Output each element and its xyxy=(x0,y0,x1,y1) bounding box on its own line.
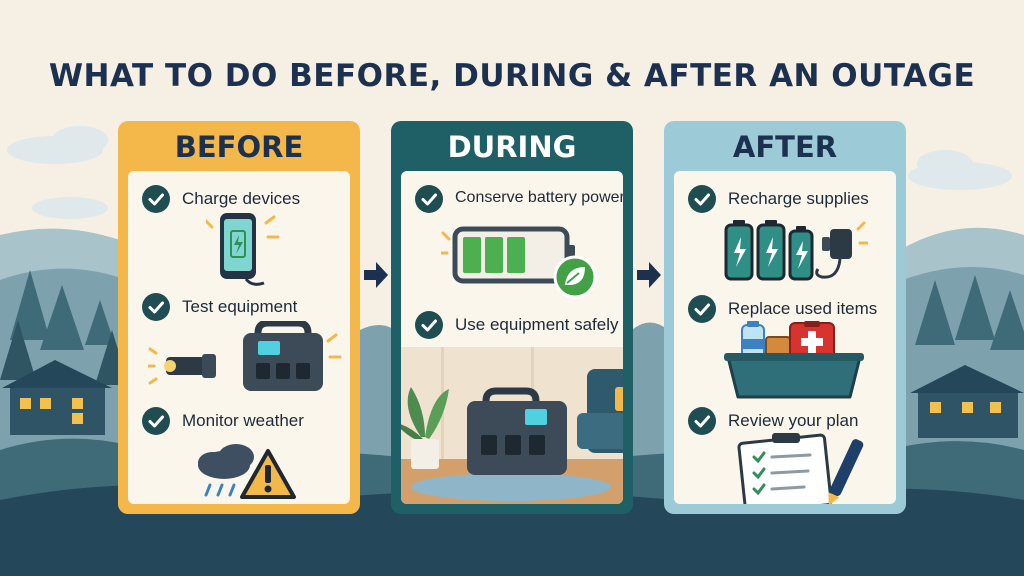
list-item: Test equipment xyxy=(142,293,344,323)
check-icon xyxy=(142,185,170,213)
list-item: Replace used items xyxy=(688,295,890,325)
flashlight-icon xyxy=(148,347,216,385)
check-icon xyxy=(688,407,716,435)
list-item: Charge devices xyxy=(142,185,344,215)
panel-heading-during: DURING xyxy=(447,130,577,164)
check-icon xyxy=(415,311,443,339)
power-station-icon xyxy=(148,321,342,391)
check-icon xyxy=(415,185,443,213)
panel-after: AFTER Recharge supplies xyxy=(664,121,906,514)
phone-charging-icon xyxy=(206,213,280,286)
list-item: Conserve battery power xyxy=(415,185,623,215)
panel-during: DURING Conserve battery power Use equipm… xyxy=(391,121,633,514)
list-item: Monitor weather xyxy=(142,407,344,437)
item-label-test-equipment: Test equipment xyxy=(182,297,298,316)
panel-body-before: Charge devices Test equipment xyxy=(128,171,350,504)
supply-bin-icon xyxy=(724,321,864,399)
check-icon xyxy=(142,407,170,435)
item-label-recharge-supplies: Recharge supplies xyxy=(728,189,869,208)
plant-icon xyxy=(401,387,449,469)
check-icon xyxy=(688,295,716,323)
arrow-right-icon xyxy=(364,262,388,288)
panel-heading-before: BEFORE xyxy=(174,130,304,164)
batteries-icon xyxy=(724,220,868,281)
item-label-monitor-weather: Monitor weather xyxy=(182,411,304,430)
panel-before: BEFORE Charge devices Test equipment xyxy=(118,121,360,514)
item-label-charge-devices: Charge devices xyxy=(182,189,301,208)
clipboard-checklist-icon xyxy=(737,433,864,504)
item-label-use-safely: Use equipment safely xyxy=(455,315,619,334)
panel-heading-after: AFTER xyxy=(732,130,838,164)
pen-icon xyxy=(828,439,864,504)
list-item: Use equipment safely xyxy=(415,311,619,341)
arrow-right-icon xyxy=(637,262,661,288)
check-icon xyxy=(142,293,170,321)
panel-body-during: Conserve battery power Use equipment saf… xyxy=(401,171,623,504)
battery-eco-icon xyxy=(441,226,597,299)
item-label-replace-items: Replace used items xyxy=(728,299,878,318)
item-label-review-plan: Review your plan xyxy=(728,411,859,430)
armchair-icon xyxy=(577,369,623,453)
list-item: Review your plan xyxy=(688,407,890,437)
page-title: What to do before, during & after an out… xyxy=(48,58,976,94)
charger-icon xyxy=(815,229,852,279)
check-icon xyxy=(688,185,716,213)
storm-warning-icon xyxy=(198,444,296,499)
panel-body-after: Recharge supplies xyxy=(674,171,896,504)
item-label-conserve-battery: Conserve battery power xyxy=(455,189,623,206)
list-item: Recharge supplies xyxy=(688,185,890,215)
living-room-scene xyxy=(401,347,623,504)
